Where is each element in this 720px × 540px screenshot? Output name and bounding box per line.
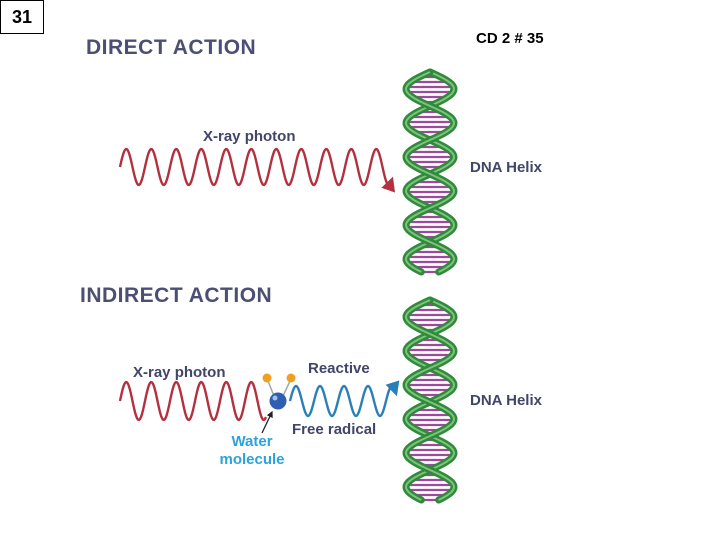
hydrogen-atom-icon — [262, 373, 272, 383]
water-molecule-label: Water molecule — [214, 433, 290, 469]
water-label-line1: Water — [231, 433, 273, 450]
direct-photon-label: X-ray photon — [203, 128, 296, 145]
dna-helix-indirect — [402, 296, 458, 504]
indirect-action-heading: INDIRECT ACTION — [80, 284, 273, 307]
hydrogen-atom-icon — [286, 373, 296, 383]
slide-number: 31 — [0, 0, 44, 34]
direct-dna-label: DNA Helix — [470, 159, 542, 176]
free-radical-wave — [288, 380, 400, 418]
indirect-photon-label: X-ray photon — [133, 364, 226, 381]
reactive-label: Reactive — [308, 360, 370, 377]
helix-strand-highlight — [405, 71, 455, 273]
free-radical-label: Free radical — [292, 421, 377, 438]
water-molecule — [262, 373, 296, 410]
water-pointer-arrow — [261, 410, 273, 434]
water-label-line2: molecule — [219, 451, 285, 468]
slide-reference: CD 2 # 35 — [476, 30, 544, 47]
direct-photon-wave — [118, 147, 396, 193]
indirect-dna-label: DNA Helix — [470, 392, 542, 409]
dna-helix-direct — [402, 68, 458, 276]
helix-strand-highlight — [405, 299, 455, 501]
indirect-photon-wave — [118, 380, 268, 422]
oxygen-atom-icon — [269, 392, 287, 410]
direct-action-heading: DIRECT ACTION — [86, 36, 257, 59]
